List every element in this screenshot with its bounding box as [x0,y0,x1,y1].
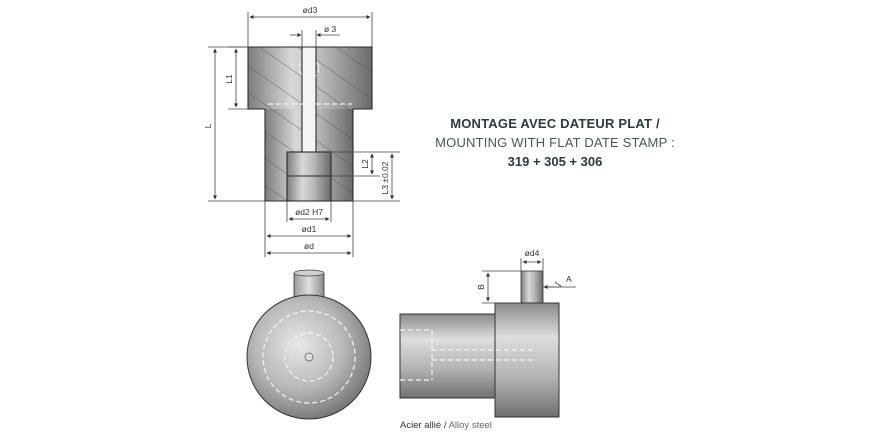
dim-l: L [203,46,265,202]
dim-b: B [476,270,521,304]
dim-d1-label: ød1 [302,224,317,234]
title-block: MONTAGE AVEC DATEUR PLAT / MOUNTING WITH… [405,116,705,169]
end-view-hidden-inner [284,332,334,382]
dim-d4-label: ød4 [525,248,540,258]
dim-d3: ød3 [247,5,373,47]
end-view-center-hole [304,352,314,362]
dim-d2-label: ød2 H7 [295,207,323,217]
dim-b-label: B [476,284,486,290]
section-view [247,46,373,202]
dim-a-label: A [566,274,572,284]
side-view-body [399,313,496,399]
dim-l3: L3 ±0.02 [353,151,400,202]
dim-d3-label: ød3 [303,5,318,15]
part-numbers: 319 + 305 + 306 [507,154,603,169]
dim-d: ød [264,240,354,257]
dim-l-label: L [203,123,213,128]
title-english: MOUNTING WITH FLAT DATE STAMP : [435,135,675,150]
dim-phi3: ø 3 [290,24,340,47]
material-english: Alloy steel [448,420,492,431]
dim-d2: ød2 H7 [286,201,332,222]
dim-l1: L1 [224,46,248,110]
material-french: Acier allié [400,420,442,431]
end-view [246,269,372,420]
side-view-pin [520,270,544,306]
dim-d1: ød1 [264,201,354,240]
dim-phi3-label: ø 3 [324,24,337,34]
material-separator: / [441,420,449,431]
dim-l1-label: L1 [224,74,234,84]
dim-l2-label: L2 [360,159,370,169]
end-view-hidden-outer [262,310,356,404]
dim-l2: L2 [331,151,380,177]
side-view [399,270,560,418]
dim-l3-label: L3 ±0.02 [380,161,390,194]
dim-a: A [543,274,576,289]
title-french: MONTAGE AVEC DATEUR PLAT / [450,116,660,131]
ball-hidden-outline [298,57,320,79]
pin-bore [302,47,316,152]
dim-d-label: ød [304,241,314,251]
dim-d4: ød4 [520,248,544,271]
material-caption: Acier allié / Alloy steel [400,420,492,431]
